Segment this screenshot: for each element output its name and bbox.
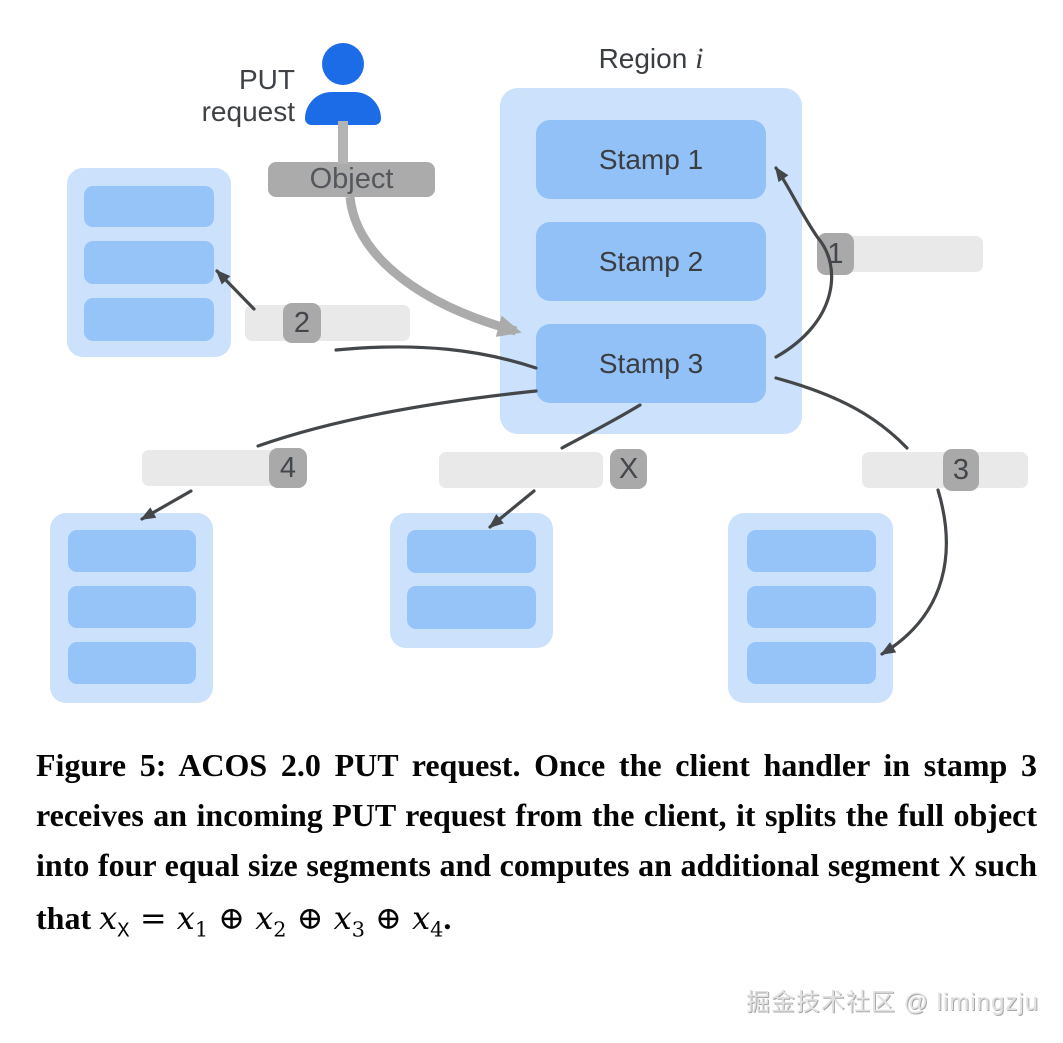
- client-person-icon-torso: [305, 92, 381, 125]
- segment-4-label: 4: [279, 451, 297, 484]
- segment-4-badge: 4: [269, 448, 307, 488]
- segment-3-badge: 3: [943, 449, 979, 491]
- math-op: ⊕: [286, 899, 334, 937]
- segment-x-bar: [439, 452, 603, 488]
- segment-1-bar: 1: [817, 233, 983, 275]
- math-var: x: [412, 899, 431, 937]
- remote-region-bottom-right: [728, 513, 893, 703]
- caption-text: Figure 5: ACOS 2.0 PUT request. Once the…: [36, 747, 1037, 883]
- segment-4-bar: 4: [142, 448, 307, 488]
- segment-3-label: 3: [952, 453, 970, 486]
- figure-caption: Figure 5: ACOS 2.0 PUT request. Once the…: [36, 740, 1037, 957]
- stamp-bar: [747, 586, 876, 628]
- math-op: ⊕: [364, 899, 413, 937]
- math-var: x: [333, 899, 352, 937]
- stamp-bar: [68, 642, 196, 684]
- region-i-container: Stamp 1 Stamp 2 Stamp 3: [500, 88, 802, 434]
- math-sub: X: [117, 920, 130, 944]
- region-i-label: Region i: [500, 42, 802, 76]
- region-label-var: i: [695, 42, 704, 75]
- stamp-1-label: Stamp 1: [598, 143, 704, 175]
- watermark: 掘金技术社区 @ limingzju: [745, 989, 1039, 1016]
- segment-2-label: 2: [293, 306, 311, 339]
- segment-1-label: 1: [827, 237, 844, 270]
- stamp-3-box: Stamp 3: [536, 324, 766, 403]
- stamp-bar: [84, 298, 214, 341]
- math-sub: 2: [273, 917, 287, 942]
- stamp-bar: [68, 530, 196, 572]
- put-request-line1: PUT: [239, 64, 295, 95]
- object-label: Object: [309, 163, 394, 195]
- math-var: x: [99, 899, 118, 937]
- region-label-text: Region: [598, 43, 696, 74]
- stamp-2-box: Stamp 2: [536, 222, 766, 301]
- segment-x-label: X: [618, 452, 639, 485]
- segment-2-bar: 2: [245, 303, 410, 343]
- segment-2-badge: 2: [283, 303, 321, 343]
- stamp-2-label: Stamp 2: [598, 245, 704, 277]
- put-request-label: PUT request: [176, 64, 295, 128]
- math-op: =: [129, 899, 177, 937]
- stamp-bar: [407, 530, 536, 573]
- caption-text: such that: [36, 847, 1038, 936]
- stamp-bar: [84, 186, 214, 227]
- stamp-bar: [747, 642, 876, 684]
- remote-region-bottom-middle: [390, 513, 553, 648]
- stamp-3-label: Stamp 3: [598, 347, 704, 379]
- segment-3-bar: 3: [862, 449, 1028, 491]
- segment-x-badge: X: [610, 449, 647, 489]
- stamp-bar: [68, 586, 196, 628]
- stamp-bar: [747, 530, 876, 572]
- math-sub: 1: [194, 917, 209, 942]
- math-sub: 3: [351, 917, 365, 942]
- stamp3-to-segment4-line: [256, 389, 538, 448]
- client-person-icon: [322, 43, 364, 85]
- remote-region-bottom-left: [50, 513, 213, 703]
- math-var: x: [176, 899, 195, 937]
- caption-segment-x: X: [948, 851, 967, 885]
- put-request-line2: request: [201, 96, 295, 127]
- object-chip: Object: [268, 162, 435, 197]
- segment-1-badge: 1: [817, 233, 854, 275]
- math-op: ⊕: [208, 899, 256, 937]
- math-var: x: [255, 899, 274, 937]
- remote-region-upper-left: [67, 168, 231, 357]
- math-sub: 4: [430, 917, 444, 942]
- math-period: .: [443, 900, 452, 936]
- stamp-1-box: Stamp 1: [536, 120, 766, 199]
- stamp-bar: [407, 586, 536, 629]
- stamp-bar: [84, 241, 214, 284]
